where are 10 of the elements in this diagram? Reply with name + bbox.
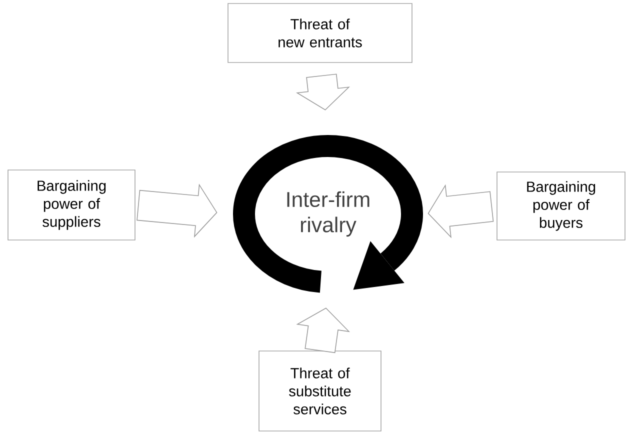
circular-arrow-drawing: Inter-firm rivalry: [233, 135, 423, 293]
force-box: Threat of new entrants: [228, 3, 412, 63]
force-box: Threat of substitute services: [258, 350, 382, 432]
block-arrow: [296, 308, 350, 354]
block-arrow: [428, 184, 494, 238]
block-arrow: [296, 74, 350, 110]
node-label: Inter-firm rivalry: [287, 191, 370, 237]
block-arrow: [136, 184, 218, 238]
force-box: Bargaining power of buyers: [496, 172, 626, 240]
force-box: Bargaining power of suppliers: [8, 170, 136, 240]
